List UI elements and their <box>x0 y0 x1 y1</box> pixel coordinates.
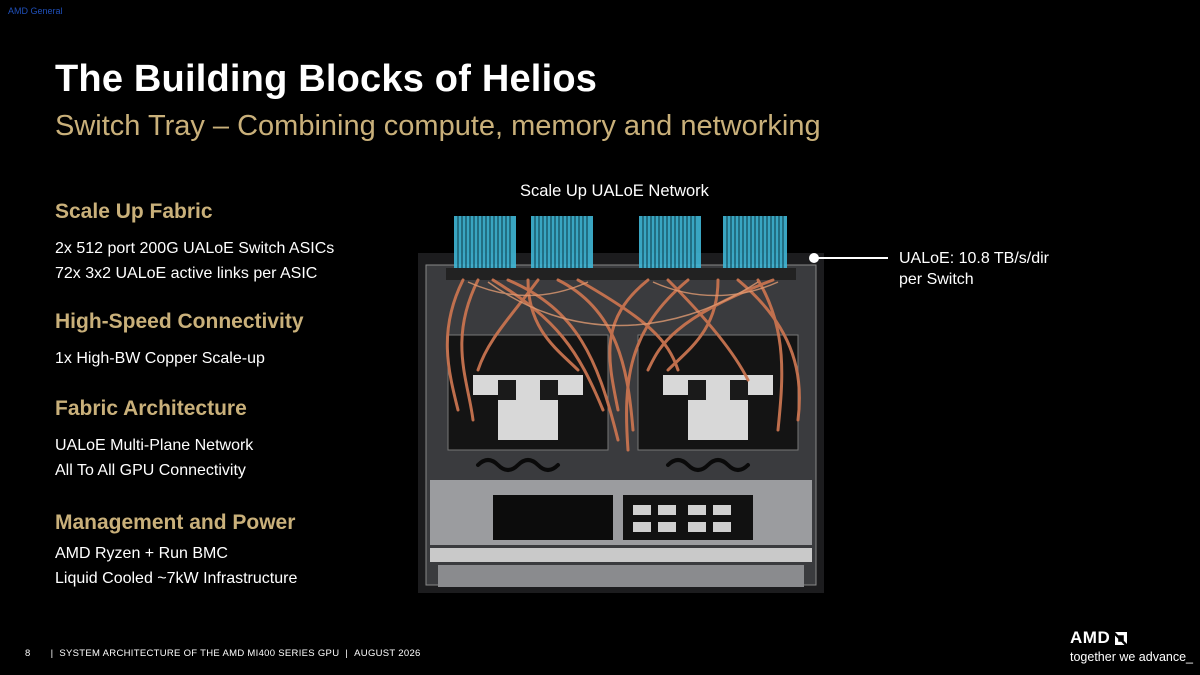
footer-separator: | <box>50 648 54 659</box>
connector-bundles <box>446 216 796 280</box>
logo-wordmark-text: AMD <box>1070 628 1111 647</box>
section-line: 2x 512 port 200G UALoE Switch ASICs <box>55 240 335 257</box>
section-heading: Fabric Architecture <box>55 397 247 420</box>
logo-wordmark: AMD <box>1070 628 1190 648</box>
footer-date: AUGUST 2026 <box>354 648 421 659</box>
section-heading: High-Speed Connectivity <box>55 310 304 333</box>
section-scale-up-fabric: Scale Up Fabric 2x 512 port 200G UALoE S… <box>55 200 334 286</box>
amd-logo: AMD together we advance_ <box>1070 628 1194 664</box>
switch-tray-image <box>418 216 824 593</box>
section-high-speed-connectivity: High-Speed Connectivity 1x High-BW Coppe… <box>55 310 304 371</box>
section-line: 1x High-BW Copper Scale-up <box>55 350 265 367</box>
section-line: 72x 3x2 UALoE active links per ASIC <box>55 265 318 282</box>
callout-dot <box>809 253 819 263</box>
slide-subtitle: Switch Tray – Combining compute, memory … <box>55 110 821 142</box>
section-fabric-architecture: Fabric Architecture UALoE Multi-Plane Ne… <box>55 397 253 483</box>
section-line: AMD Ryzen + Run BMC <box>55 545 228 562</box>
footer: 8 | SYSTEM ARCHITECTURE OF THE AMD MI400 S… <box>25 648 421 659</box>
callout-line-2: per Switch <box>899 271 974 288</box>
bandwidth-callout: UALoE: 10.8 TB/s/dir per Switch <box>899 248 1089 290</box>
logo-tagline: together we advance_ <box>1070 650 1194 664</box>
callout-line-1: UALoE: 10.8 TB/s/dir <box>899 250 1049 267</box>
section-line: All To All GPU Connectivity <box>55 462 246 479</box>
section-heading: Scale Up Fabric <box>55 200 213 223</box>
callout-leader-line <box>818 257 888 259</box>
image-label: Scale Up UALoE Network <box>520 182 709 200</box>
deck-title: SYSTEM ARCHITECTURE OF THE AMD MI400 SER… <box>59 648 340 659</box>
section-line: UALoE Multi-Plane Network <box>55 437 254 454</box>
classification-label: AMD General <box>8 6 63 16</box>
section-heading: Management and Power <box>55 511 296 534</box>
page-number: 8 <box>25 648 31 659</box>
amd-arrow-icon <box>1115 632 1128 645</box>
footer-separator: | <box>345 648 349 659</box>
section-line: Liquid Cooled ~7kW Infrastructure <box>55 570 298 587</box>
section-management-and-power: Management and Power AMD Ryzen + Run BMC… <box>55 511 297 591</box>
slide-title: The Building Blocks of Helios <box>55 58 598 100</box>
